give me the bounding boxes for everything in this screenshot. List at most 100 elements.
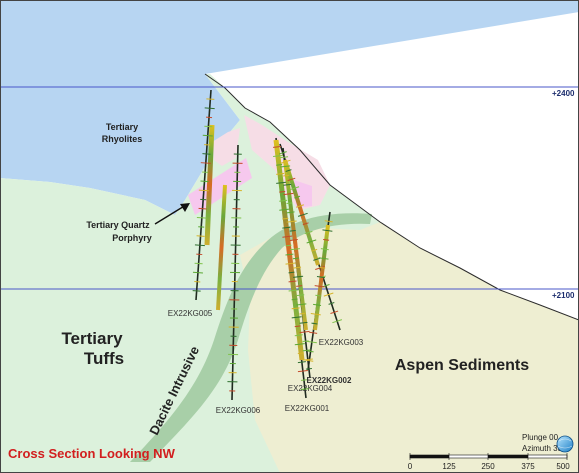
assay-tick [302,222,309,226]
assay-tick [302,349,311,352]
assay-tick [297,370,308,373]
assay-tick [291,316,302,319]
assay-tick [285,262,296,265]
assay-tick [309,331,318,334]
assay-tick [316,276,325,279]
assay-tick [200,162,211,164]
assay-tick [286,202,293,205]
assay-tick [328,302,335,305]
assay-tick [198,207,207,210]
assay-tick [287,177,296,182]
assay-tick [314,285,325,288]
assay-tick [280,165,291,168]
assay-tick [204,125,213,128]
assay-tick [289,239,298,241]
assay-tick [323,292,334,297]
assay-tick [204,107,215,110]
assay-tick [200,180,209,183]
assay-tick [194,244,205,247]
hole-label-ex22kg002: EX22KG002 [307,376,352,385]
elevation-label-2100: +2100 [552,291,575,300]
assay-tick [332,319,343,324]
assay-tick [291,298,298,301]
assay-tick [313,303,322,306]
assay-tick [279,199,288,202]
elevation-label-2400: +2400 [552,89,575,98]
assay-tick [299,312,306,315]
quartz-porphyry-label-line1: Tertiary Quartz [86,220,150,230]
assay-tick [289,248,300,251]
drill-hole-ex22kg001 [273,137,307,399]
quartz-porphyry-label-line2: Porphyry [112,233,152,243]
assay-tick [294,334,303,337]
assay-tick [315,265,325,271]
assay-tick [202,134,213,137]
assay-tick [286,211,295,214]
assay-tick [302,358,313,361]
assay-tick [192,271,203,274]
assay-tick [311,248,318,252]
scale-bar [409,453,568,460]
assay-tick [273,154,284,158]
hole-label-ex22kg004: EX22KG004 [288,384,333,393]
assay-tick [202,153,211,155]
assay-tick [198,189,209,192]
assay-tick [279,208,290,211]
assay-tick [280,159,291,164]
assay-tick [304,230,313,235]
drill-hole-ex22kg003 [279,143,341,331]
assay-tick [283,192,294,196]
scale-tick-125: 125 [442,462,456,471]
assay-tick [300,388,309,390]
assay-tick [315,294,322,297]
assay-tick [194,262,203,265]
assay-tick [297,212,308,217]
assay-tick [296,204,304,208]
scale-tick-0: 0 [408,462,413,471]
rhyolites-label-line2: Rhyolites [102,134,143,144]
assay-tick [294,325,301,328]
assay-tick [282,235,293,238]
assay-tick [276,181,287,184]
assay-tick [196,235,205,237]
tuffs-label-line2: Tuffs [84,349,124,368]
scale-tick-375: 375 [521,462,535,471]
assay-tick [196,216,207,219]
azimuth-label: Azimuth 332 [522,444,567,453]
assay-tick [318,257,329,260]
assay-tick [297,361,306,364]
assay-tick [286,220,297,223]
assay-tick [294,195,301,199]
assay-tick [288,289,299,292]
assay-tick [322,229,333,232]
assay-tick [291,307,300,310]
assay-tick [305,367,312,370]
assay-tick [282,217,289,220]
assay-tick [285,244,292,247]
tuffs-label-line1: Tertiary [61,329,123,348]
porphyry-pointer-arrowhead [180,203,190,212]
assay-tick [283,174,290,177]
assay-tick [310,313,321,316]
assay-tick [282,226,291,229]
scale-tick-250: 250 [481,462,495,471]
assay-tick [299,330,310,334]
assay-tick [288,280,297,283]
drill-hole-ex22kg005 [195,89,215,301]
assay-tick [296,294,305,297]
assay-tick [285,253,294,256]
topographic-profile [204,73,579,321]
drill-hole-ex22kg004 [282,147,311,379]
assay-tick [296,303,307,306]
aspen-sediments-label: Aspen Sediments [395,357,529,374]
globe-icon [556,435,574,453]
rhyolites-label-line1: Tertiary [106,122,138,132]
assay-tick [192,290,201,292]
assay-tick [311,322,318,325]
assay-tick [319,266,326,269]
assay-tick [278,151,287,155]
hole-label-ex22kg001: EX22KG001 [285,404,330,413]
assay-tick [323,238,330,241]
